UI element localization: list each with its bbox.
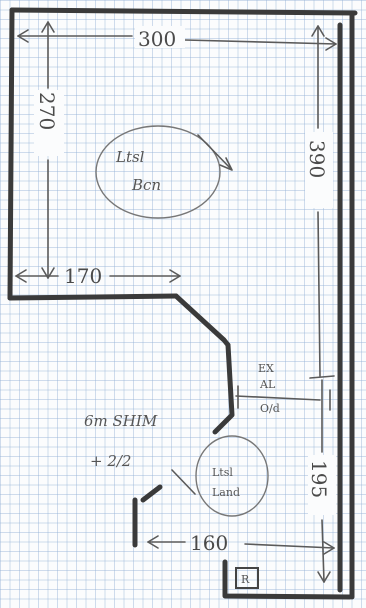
mid-dimension-arrow-right xyxy=(169,269,181,283)
mid-horizontal-wall xyxy=(7,293,179,301)
mid-dimension-arrow-left xyxy=(15,269,27,283)
shim-note-line1: 6m SHIM xyxy=(84,412,158,430)
right-dimension-arrow-top xyxy=(311,25,325,37)
mid-dimension-label: 170 xyxy=(64,264,102,288)
top-dimension-label: 300 xyxy=(138,27,176,51)
lower-room-label-line2: Land xyxy=(212,486,240,499)
lower-right-dimension-line xyxy=(321,379,325,583)
ex-note-line2: AL xyxy=(259,378,276,391)
lower-right-dimension-label: 195 xyxy=(307,460,331,498)
lower-room-label-line1: Ltsl xyxy=(212,466,233,479)
left-dimension-arrow-top xyxy=(41,21,55,33)
shim-note-line2: + 2/2 xyxy=(90,452,131,470)
left-dimension-label: 270 xyxy=(35,92,59,130)
bottom-dimension-arrow-left xyxy=(147,535,159,549)
top-dimension-arrow-left xyxy=(17,29,29,43)
lower-room-circle xyxy=(195,435,269,517)
lower-right-dimension-tick xyxy=(309,375,335,379)
diagonal-wall xyxy=(173,293,231,348)
lower-room-arrow xyxy=(171,469,196,495)
upper-room-circle xyxy=(95,125,221,219)
door-mark-box xyxy=(235,567,259,589)
door-mark-label: R xyxy=(241,573,250,586)
ex-marker-line xyxy=(235,395,321,401)
vertical-step-wall xyxy=(212,342,235,435)
top-wall xyxy=(9,7,358,16)
bottom-dimension-label: 160 xyxy=(190,531,228,555)
top-dimension-arrow-right xyxy=(325,37,337,51)
bottom-wall xyxy=(222,559,353,600)
upper-room-arrow xyxy=(197,134,233,171)
upper-room-label-line1: Ltsl xyxy=(115,148,145,166)
upper-room-label-line2: Bcn xyxy=(131,176,161,194)
ex-note-line3: O/d xyxy=(260,402,280,415)
lower-right-dimension-arrow-bottom xyxy=(317,571,331,583)
right-dimension-line xyxy=(317,25,321,377)
top-dimension-line xyxy=(17,35,337,45)
short-diagonal-wall xyxy=(140,484,163,503)
bottom-dimension-arrow-right xyxy=(323,541,335,555)
right-dimension-label: 390 xyxy=(305,140,329,178)
bottom-dimension-line xyxy=(147,541,335,549)
ex-note-line1: EX xyxy=(258,362,274,375)
left-wall xyxy=(7,7,15,301)
